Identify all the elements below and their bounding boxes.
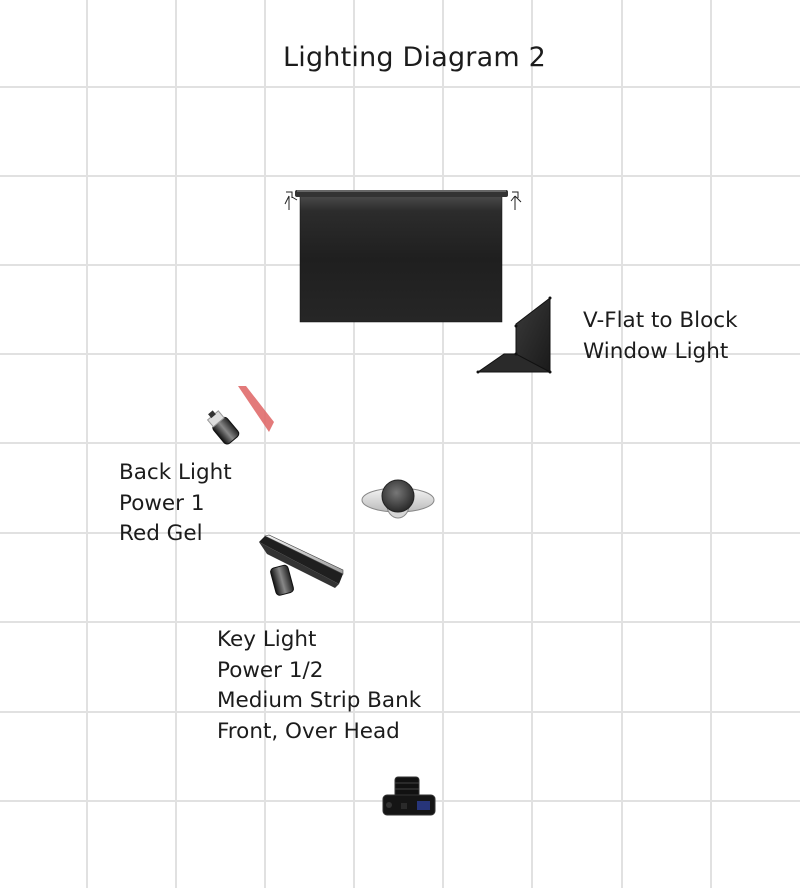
grid-line-horizontal xyxy=(0,532,800,534)
v-flat-label-line-1: V-Flat to Block xyxy=(583,308,738,333)
grid-line-vertical xyxy=(621,0,623,888)
backdrop-icon[interactable] xyxy=(283,186,523,326)
strip-bank-icon[interactable] xyxy=(255,532,347,602)
grid-line-horizontal xyxy=(0,711,800,713)
grid-line-vertical xyxy=(264,0,266,888)
subject-icon[interactable] xyxy=(360,475,436,525)
v-flat-icon[interactable] xyxy=(476,296,556,376)
back-light-label-line-3: Red Gel xyxy=(119,521,203,546)
camera-icon[interactable] xyxy=(381,775,437,817)
back-light-label: Back Light Power 1 Red Gel xyxy=(119,458,232,550)
key-light-label-line-4: Front, Over Head xyxy=(217,718,400,744)
grid-line-vertical xyxy=(442,0,444,888)
grid-line-horizontal xyxy=(0,442,800,444)
key-light-label-line-1: Key Light xyxy=(217,627,317,652)
red-gel-icon xyxy=(238,386,274,432)
grid-line-horizontal xyxy=(0,86,800,88)
grid-line-horizontal xyxy=(0,175,800,177)
v-flat-label-line-2: Window Light xyxy=(583,338,729,364)
grid-line-vertical xyxy=(175,0,177,888)
v-flat-label: V-Flat to Block Window Light xyxy=(583,306,738,367)
grid-line-vertical xyxy=(710,0,712,888)
grid-line-vertical xyxy=(531,0,533,888)
back-light-label-line-2: Power 1 xyxy=(119,490,205,516)
diagram-title: Lighting Diagram 2 xyxy=(283,42,547,73)
grid-line-horizontal xyxy=(0,353,800,355)
key-light-label: Key Light Power 1/2 Medium Strip Bank Fr… xyxy=(217,625,421,747)
grid-line-vertical xyxy=(353,0,355,888)
grid-line-vertical xyxy=(86,0,88,888)
key-light-label-line-2: Power 1/2 xyxy=(217,657,324,683)
key-light-label-line-3: Medium Strip Bank xyxy=(217,688,422,713)
back-light-label-line-1: Back Light xyxy=(119,460,232,485)
strobe-light-icon[interactable] xyxy=(202,405,248,449)
grid-line-horizontal xyxy=(0,621,800,623)
